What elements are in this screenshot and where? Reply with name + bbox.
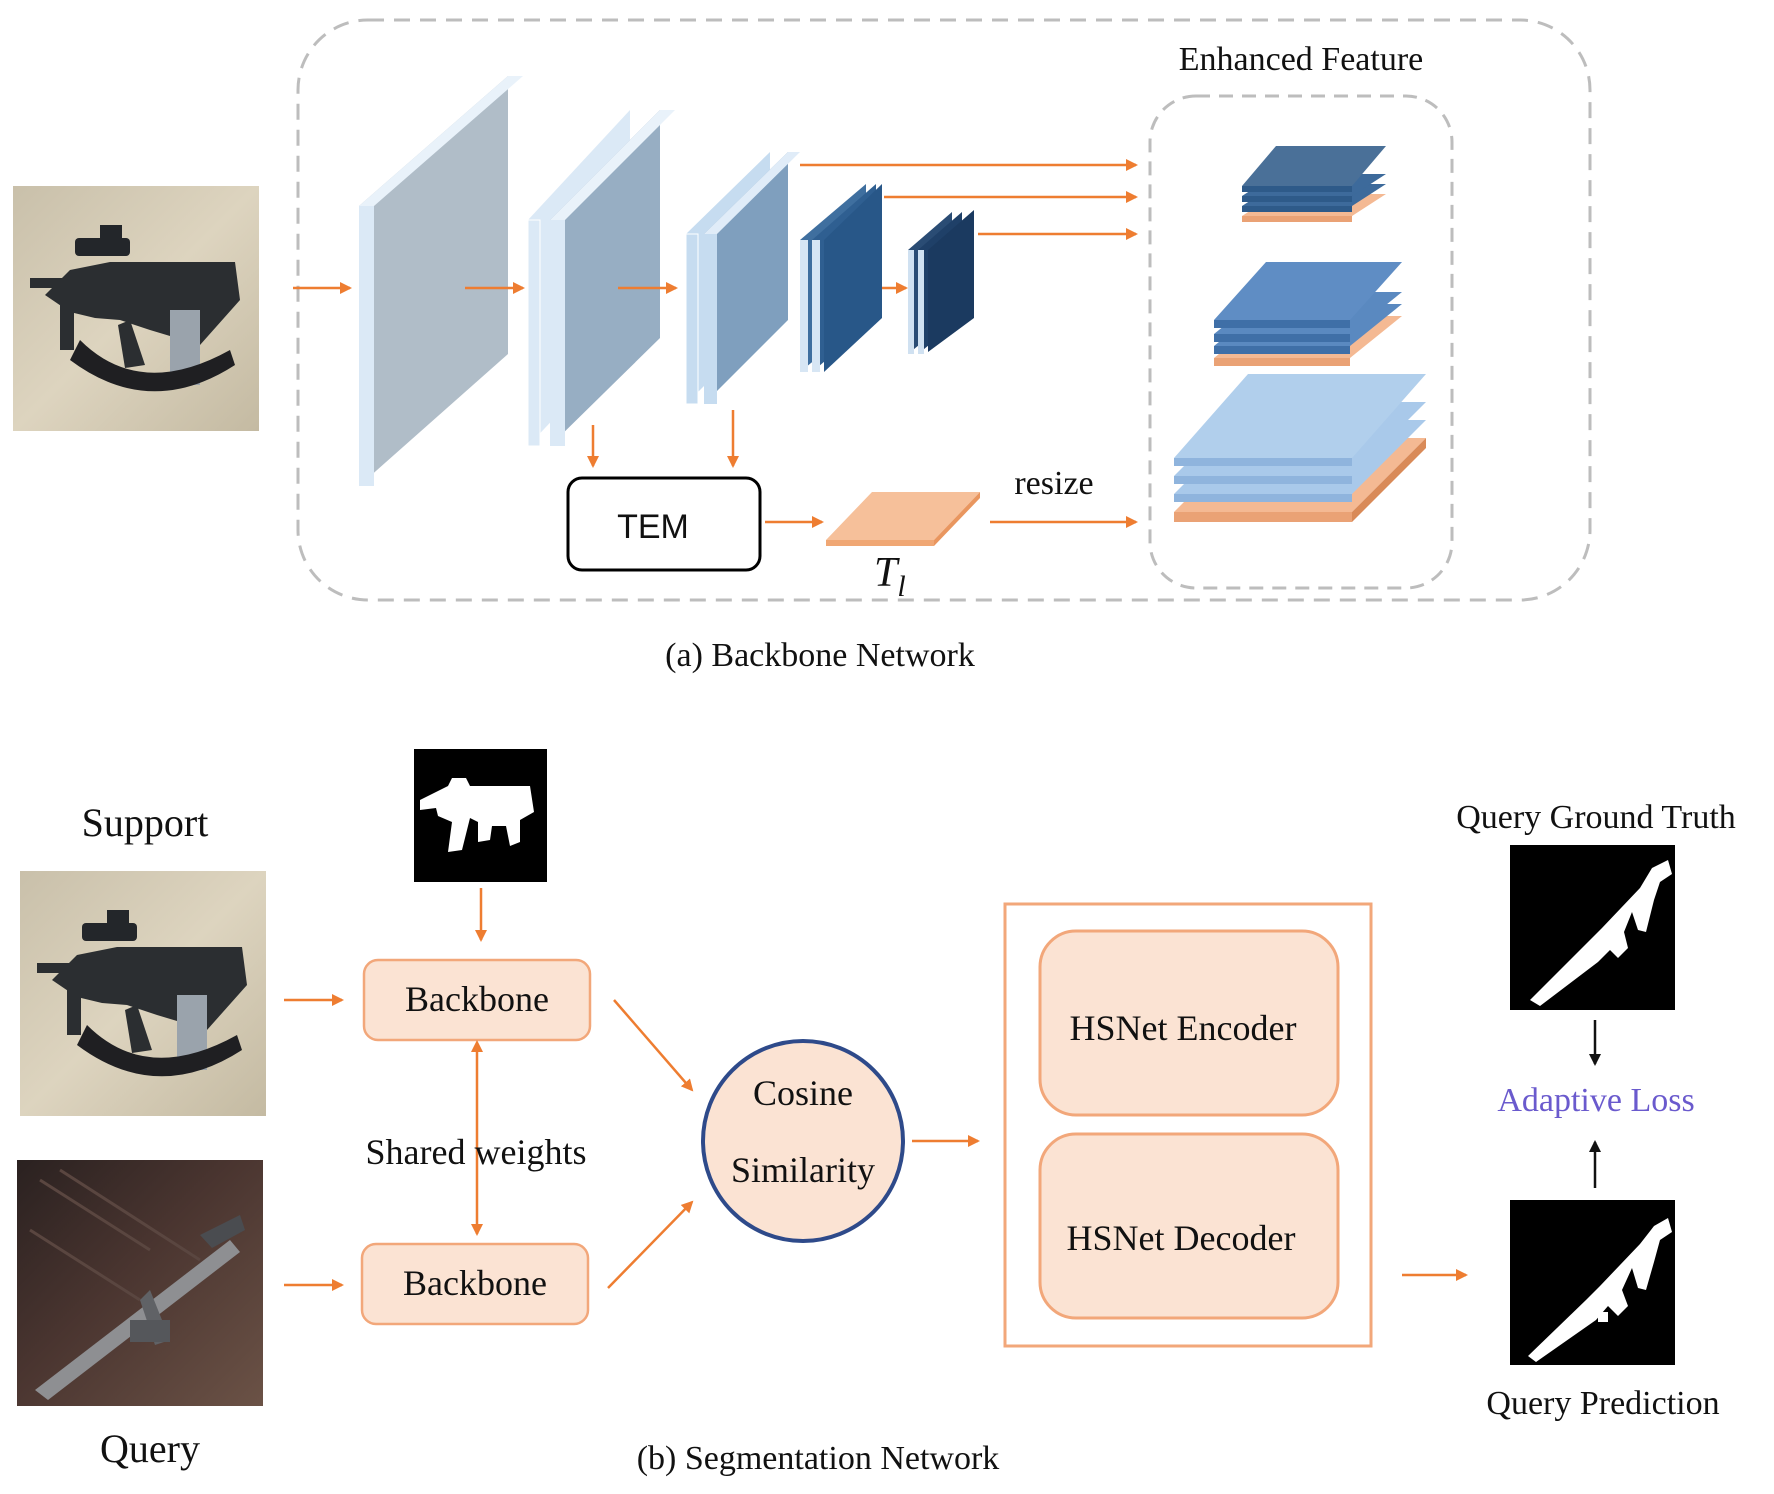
tem-box [566, 476, 762, 572]
enhanced-feature-container [1148, 94, 1454, 590]
backbone-stage-1 [359, 76, 523, 486]
prediction-label: Query Prediction [1486, 1385, 1719, 1422]
backbone-stage-2 [527, 110, 675, 447]
tl-label: Tl [874, 550, 906, 603]
adaptive-loss-label: Adaptive Loss [1497, 1082, 1694, 1119]
backbone-top-label: Backbone [405, 979, 549, 1019]
panel-a-caption: (a) Backbone Network [665, 637, 975, 674]
enhanced-feature-label: Enhanced Feature [1179, 41, 1424, 78]
backbone-bottom-box [360, 1242, 590, 1326]
enhanced-feature-stack-small [1242, 146, 1386, 222]
backbone-stage-3 [685, 152, 800, 405]
enhanced-feature-stack-large [1174, 374, 1426, 522]
backbone-stage-4 [800, 184, 882, 372]
hsnet-encoder-box [1038, 929, 1340, 1117]
hsnet-decoder-box [1038, 1132, 1340, 1320]
segmentation-network-panel: Support Query [17, 749, 1736, 1477]
query-label: Query [100, 1426, 200, 1471]
hsnet-frame [1003, 902, 1373, 1348]
shared-weights-label: Shared weights [366, 1132, 587, 1172]
query-image [17, 1160, 263, 1406]
backbone-bottom-label: Backbone [403, 1263, 547, 1303]
backbone-container [296, 18, 1592, 602]
support-label: Support [82, 800, 209, 845]
cosine-label-line1: Cosine [753, 1073, 853, 1113]
backbone-stage-5 [908, 210, 974, 354]
cosine-similarity-node [701, 1039, 905, 1243]
ground-truth-label: Query Ground Truth [1456, 799, 1736, 836]
support-mask-image [414, 749, 547, 882]
input-image-support [13, 186, 259, 431]
tem-label: TEM [617, 508, 689, 546]
backbone-network-panel: TEM Tl resize Enhanced Feature [13, 18, 1592, 674]
cosine-label-line2: Similarity [731, 1150, 875, 1190]
query-ground-truth-image [1510, 845, 1675, 1010]
panel-b-caption: (b) Segmentation Network [637, 1440, 1000, 1477]
backbone-bottom-to-cosine-arrow [607, 1200, 694, 1289]
backbone-top-to-cosine-arrow [613, 999, 694, 1092]
query-prediction-image [1510, 1200, 1675, 1365]
resize-label: resize [1014, 465, 1093, 502]
enhanced-feature-stack-medium [1214, 262, 1402, 366]
support-image [20, 871, 266, 1116]
tl-feature-slab [826, 492, 980, 546]
hsnet-encoder-label: HSNet Encoder [1070, 1008, 1297, 1048]
hsnet-decoder-label: HSNet Decoder [1067, 1218, 1296, 1258]
